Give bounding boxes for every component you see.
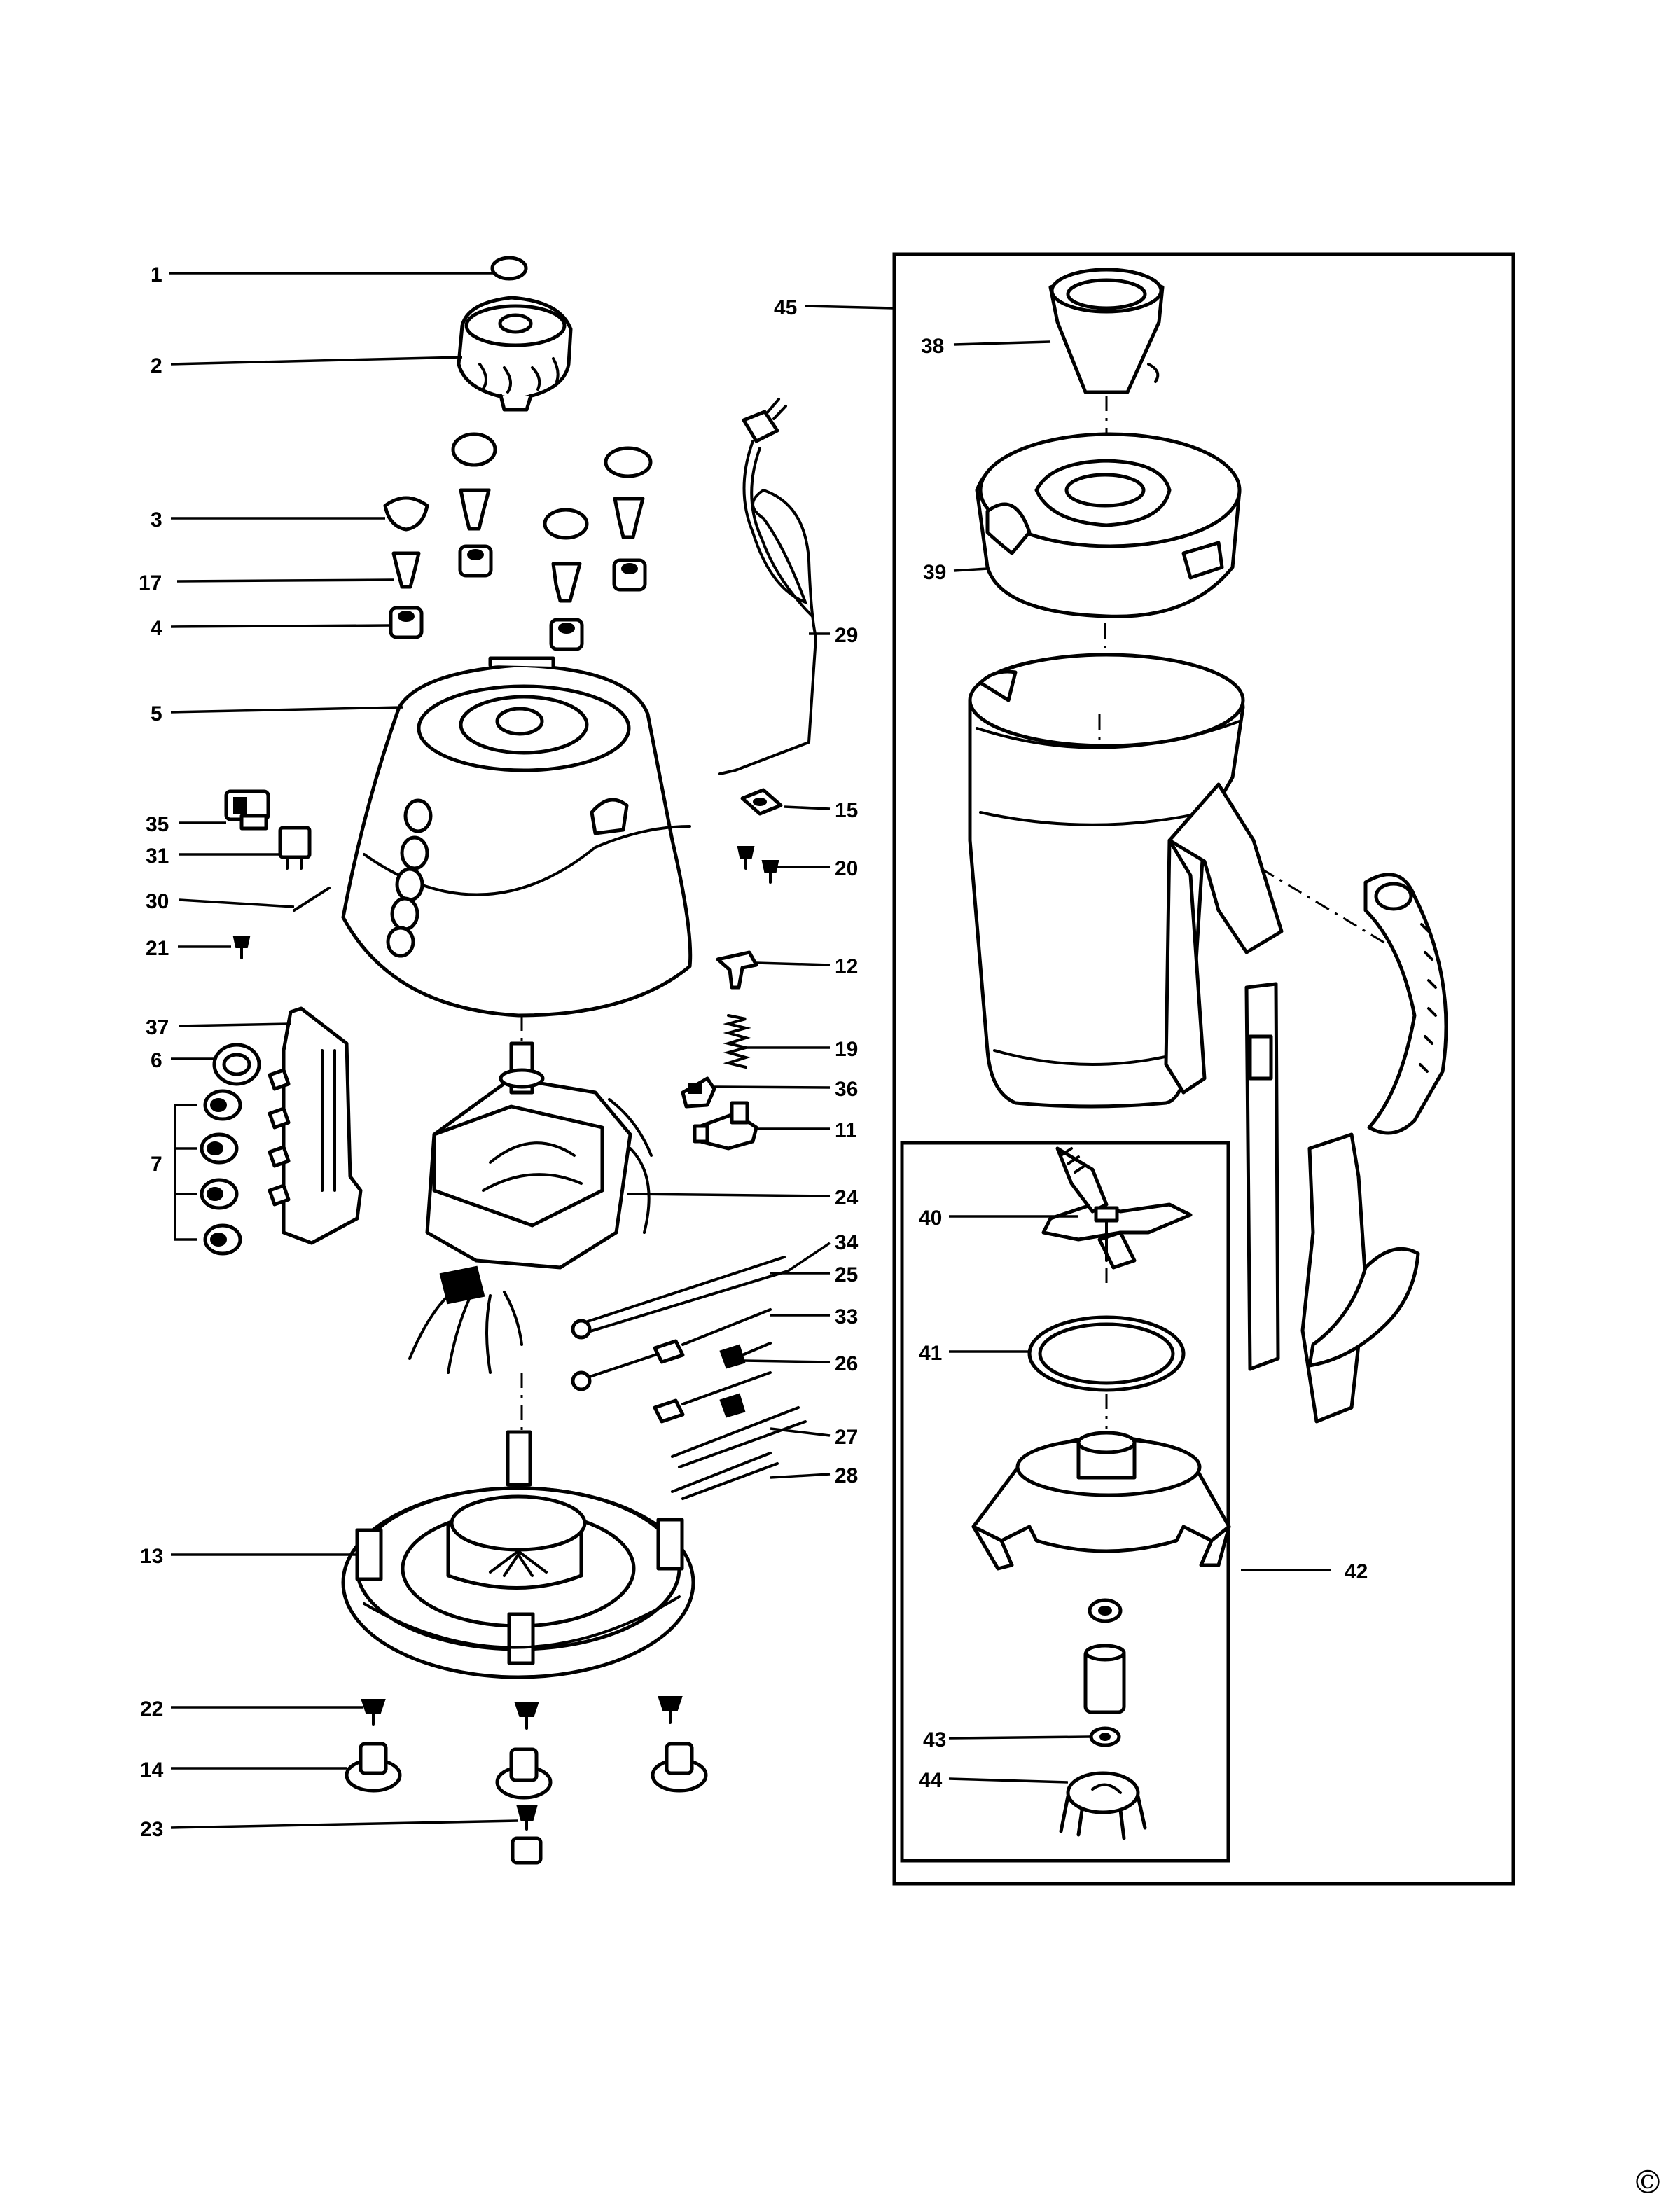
callout-33: 33: [835, 1305, 858, 1328]
part-44-drive-coupling: [1059, 1771, 1147, 1840]
callout-28: 28: [835, 1464, 858, 1487]
callout-4: 4: [151, 617, 162, 640]
part-4-bush: [389, 606, 424, 639]
part-2-coupling: [457, 296, 573, 412]
callout-30: 30: [146, 890, 169, 913]
part-13-base: [341, 1430, 695, 1679]
part-30-pin: [293, 887, 331, 912]
callout-31: 31: [146, 845, 169, 868]
handle-trim: [1363, 873, 1448, 1135]
callout-3: 3: [151, 508, 162, 532]
callout-19: 19: [835, 1038, 858, 1061]
callout-41: 41: [919, 1342, 942, 1365]
blade-assembly-frame: [900, 1141, 1230, 1863]
callout-27: 27: [835, 1426, 858, 1449]
part-15-clamp: [740, 788, 783, 816]
callout-23: 23: [140, 1818, 163, 1841]
callout-43: 43: [923, 1728, 946, 1751]
callout-15: 15: [835, 799, 858, 822]
part-19-spring: [723, 1014, 751, 1069]
callout-37: 37: [146, 1016, 169, 1039]
callout-6: 6: [151, 1049, 162, 1072]
callout-25: 25: [835, 1263, 858, 1286]
part-23-screw-foot: [511, 1805, 543, 1865]
callout-20: 20: [835, 857, 858, 880]
part-40-blade: [1041, 1146, 1193, 1270]
part-22-screws: [361, 1696, 683, 1730]
copyright-symbol: ©: [1632, 2163, 1664, 2201]
feet-set-b: [604, 446, 653, 592]
callout-12: 12: [835, 955, 858, 978]
callout-36: 36: [835, 1078, 858, 1101]
part-24-motor: [408, 1041, 653, 1374]
part-29-power-cord: [718, 398, 818, 775]
callout-45: 45: [774, 296, 797, 319]
part-5-motor-housing: [341, 656, 693, 1018]
feet-set-a: [451, 432, 497, 578]
handle-grip: [1300, 1132, 1420, 1424]
callout-22: 22: [140, 1697, 163, 1721]
callout-14: 14: [140, 1758, 164, 1782]
part-1-cap: [490, 256, 528, 281]
handle-strip: [1244, 982, 1280, 1371]
leader-lines: [169, 272, 1331, 1829]
jug-assembly-frame: [892, 252, 1515, 1886]
part-17-screw: [391, 551, 421, 589]
part-37-bracket: [268, 1006, 363, 1245]
part-41-seal-ring: [1027, 1315, 1186, 1392]
callout-42: 42: [1345, 1560, 1368, 1583]
jug-body: [968, 653, 1284, 1109]
callout-7: 7: [151, 1153, 162, 1176]
callout-13: 13: [140, 1545, 163, 1568]
callout-2: 2: [151, 354, 162, 377]
parts-25-34-33-26-27-28-leads: [571, 1256, 807, 1500]
part-43-washer: [1089, 1726, 1121, 1747]
callout-17: 17: [139, 571, 162, 595]
part-38-measuring-cup: [1048, 268, 1165, 394]
blade-housing: [971, 1431, 1231, 1571]
part-14-feet: [345, 1742, 708, 1800]
callout-11: 11: [835, 1119, 857, 1142]
blade-bearing-stack: [1083, 1598, 1126, 1714]
callout-labels: 1 2 3 17 4 5 35 31 30 21 37 6 7 13 22 14…: [139, 263, 1368, 1841]
callout-26: 26: [835, 1352, 858, 1375]
feet-set-c: [543, 508, 589, 651]
part-7-buttons: [174, 1089, 242, 1256]
callout-21: 21: [146, 937, 169, 960]
callout-34: 34: [835, 1231, 859, 1254]
part-21-screw: [232, 936, 251, 959]
part-31-block: [278, 826, 312, 870]
callout-35: 35: [146, 813, 169, 836]
callout-29: 29: [835, 624, 858, 647]
callout-44: 44: [919, 1769, 943, 1792]
callout-40: 40: [919, 1207, 942, 1230]
part-20-screws: [737, 846, 779, 884]
part-36-catch: [681, 1076, 716, 1109]
callout-39: 39: [923, 561, 946, 584]
part-3-cap: [383, 496, 429, 532]
part-11-actuator: [693, 1101, 758, 1151]
callout-5: 5: [151, 702, 162, 725]
part-39-lid: [975, 432, 1242, 618]
callout-24: 24: [835, 1186, 859, 1209]
part-12-lever: [716, 950, 758, 990]
part-35-switch: [224, 789, 270, 831]
callout-1: 1: [151, 263, 162, 286]
callout-38: 38: [921, 335, 944, 358]
part-6-knob: [212, 1043, 261, 1086]
